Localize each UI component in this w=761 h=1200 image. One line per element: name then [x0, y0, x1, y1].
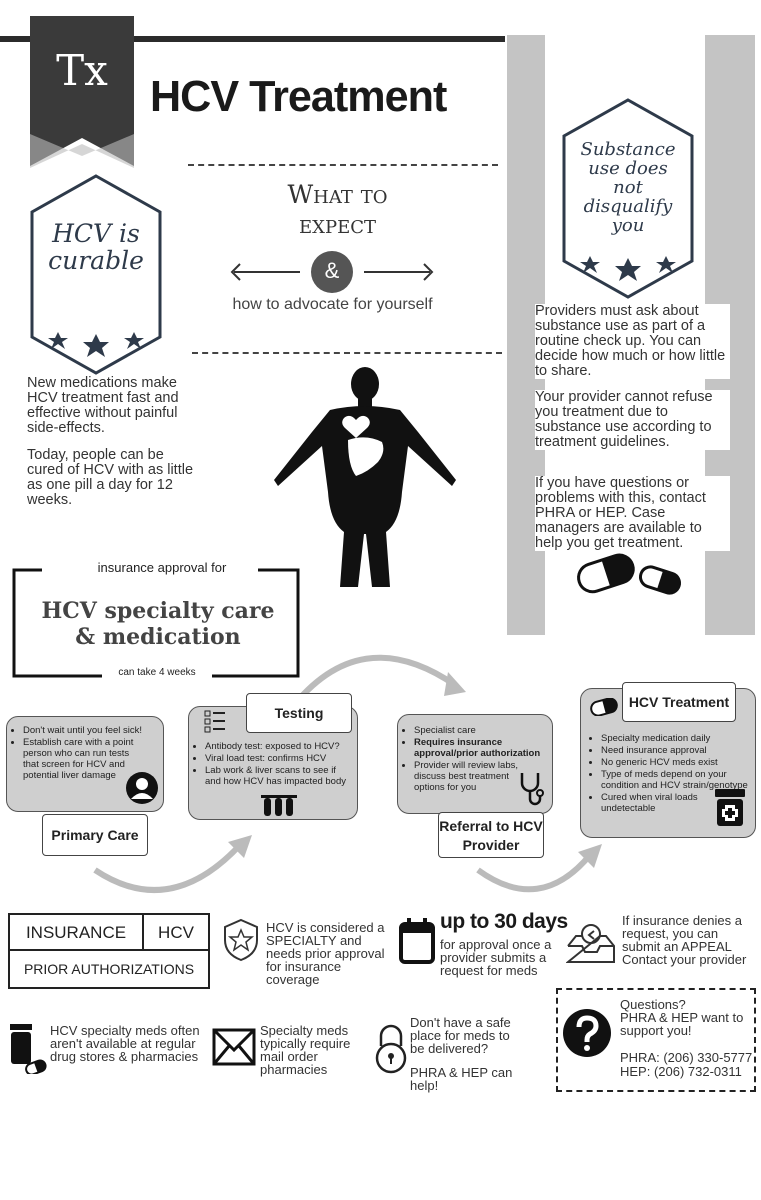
contact-box: Questions? PHRA & HEP want to support yo… — [556, 988, 756, 1092]
testing-item: Viral load test: confirms HCV — [205, 753, 351, 764]
days-big-text: up to 30 days — [440, 910, 568, 933]
arrow-divider: & — [228, 250, 436, 294]
pill-bottle-small-icon — [8, 1024, 48, 1079]
primary-care-label: Primary Care — [42, 814, 148, 856]
question-icon — [562, 1008, 612, 1063]
prior-auth-insurance: INSURANCE — [10, 915, 144, 951]
stethoscope-icon — [518, 771, 544, 812]
flow-arcs — [0, 630, 761, 900]
top-rule — [0, 36, 505, 42]
substance-hex-text: Substance use does not disqualify you — [580, 139, 676, 236]
tx-badge-text: Tx — [56, 46, 108, 95]
drugstores-text: HCV specialty meds often aren't availabl… — [50, 1023, 200, 1064]
contact-phra-phone[interactable]: PHRA: (206) 330-5777 — [620, 1050, 753, 1065]
referral-item: Requires insurance approval/prior author… — [414, 737, 546, 759]
prior-auth-prior: PRIOR AUTHORIZATIONS — [23, 961, 195, 977]
advocate-text: how to advocate for yourself — [232, 296, 433, 313]
inbox-icon — [565, 922, 616, 969]
treatment-item: Type of meds depend on your condition an… — [601, 769, 751, 791]
insurance-approval-line-1: HCV specialty care — [41, 598, 275, 624]
substance-hexagon: Substance use does not disqualify you — [560, 96, 696, 301]
insurance-approval-top: insurance approval for — [72, 560, 252, 575]
substance-para-3: If you have questions or problems with t… — [535, 476, 730, 551]
contact-questions: Questions? — [620, 997, 686, 1012]
primary-care-item: Don't wait until you feel sick! — [23, 725, 157, 736]
contact-hep-phone[interactable]: HEP: (206) 732-0311 — [620, 1064, 742, 1079]
specialty-text: HCV is considered a SPECIALTY and needs … — [266, 920, 385, 987]
referral-label: Referral to HCV Provider — [438, 812, 544, 858]
tx-badge: Tx — [30, 16, 134, 168]
shield-star-icon — [222, 918, 260, 967]
calendar-icon — [398, 916, 436, 971]
testing-item: Lab work & liver scans to see if and how… — [205, 765, 351, 787]
treatment-label: HCV Treatment — [622, 682, 736, 722]
pill-icon — [574, 550, 684, 598]
appeal-text: If insurance denies a request, you can s… — [622, 913, 747, 967]
human-figure — [268, 362, 463, 587]
safe-help-text: PHRA & HEP can help! — [410, 1065, 513, 1093]
curable-hex-text: HCV is curable — [48, 219, 144, 275]
treatment-item: No generic HCV meds exist — [601, 757, 749, 768]
testing-label: Testing — [246, 693, 352, 733]
envelope-icon — [212, 1028, 256, 1071]
lock-icon — [372, 1022, 410, 1079]
days-small-text: for approval once a provider submits a r… — [440, 937, 552, 978]
ampersand: & — [324, 258, 340, 283]
dotted-rule-top — [188, 164, 498, 166]
referral-item: Specialist care — [414, 725, 546, 736]
primary-care-card: Don't wait until you feel sick! Establis… — [6, 716, 164, 812]
curable-hexagon: HCV is curable — [28, 172, 164, 377]
substance-para-2: Your provider cannot refuse you treatmen… — [535, 390, 730, 450]
substance-para-1: Providers must ask about substance use a… — [535, 304, 730, 379]
testing-item: Antibody test: exposed to HCV? — [205, 741, 351, 752]
treatment-pill-icon — [590, 697, 618, 721]
pill-bottle-icon — [713, 789, 747, 832]
referral-item: Provider will review labs, discuss best … — [414, 760, 526, 793]
referral-card: Specialist care Requires insurance appro… — [397, 714, 553, 814]
what-to-expect: What to expect — [287, 180, 388, 239]
doctor-icon — [125, 771, 159, 810]
contact-support: PHRA & HEP want to support you! — [620, 1010, 744, 1038]
treatment-item: Cured when viral loads undetectable — [601, 792, 719, 814]
insurance-approval-bottom: can take 4 weeks — [102, 667, 212, 678]
insurance-approval-frame: insurance approval for HCV specialty car… — [12, 560, 300, 678]
insurance-approval-line-2: & medication — [75, 624, 241, 650]
treatment-item: Specialty medication daily — [601, 733, 749, 744]
prior-auth-hcv: HCV — [144, 915, 208, 951]
prior-auth-table: INSURANCE HCV PRIOR AUTHORIZATIONS — [8, 913, 210, 989]
primary-care-item: Establish care with a point person who c… — [23, 737, 135, 781]
dotted-rule-bottom — [192, 352, 502, 354]
curable-para-1: New medications make HCV treatment fast … — [27, 375, 179, 436]
treatment-item: Need insurance approval — [601, 745, 749, 756]
curable-para-2: Today, people can be cured of HCV with a… — [27, 447, 194, 508]
safe-place-text: Don't have a safe place for meds to be d… — [410, 1015, 511, 1056]
checklist-icon — [204, 710, 226, 739]
page-title: HCV Treatment — [150, 72, 447, 121]
mail-order-text: Specialty meds typically require mail or… — [260, 1023, 351, 1077]
test-tubes-icon — [259, 795, 299, 824]
